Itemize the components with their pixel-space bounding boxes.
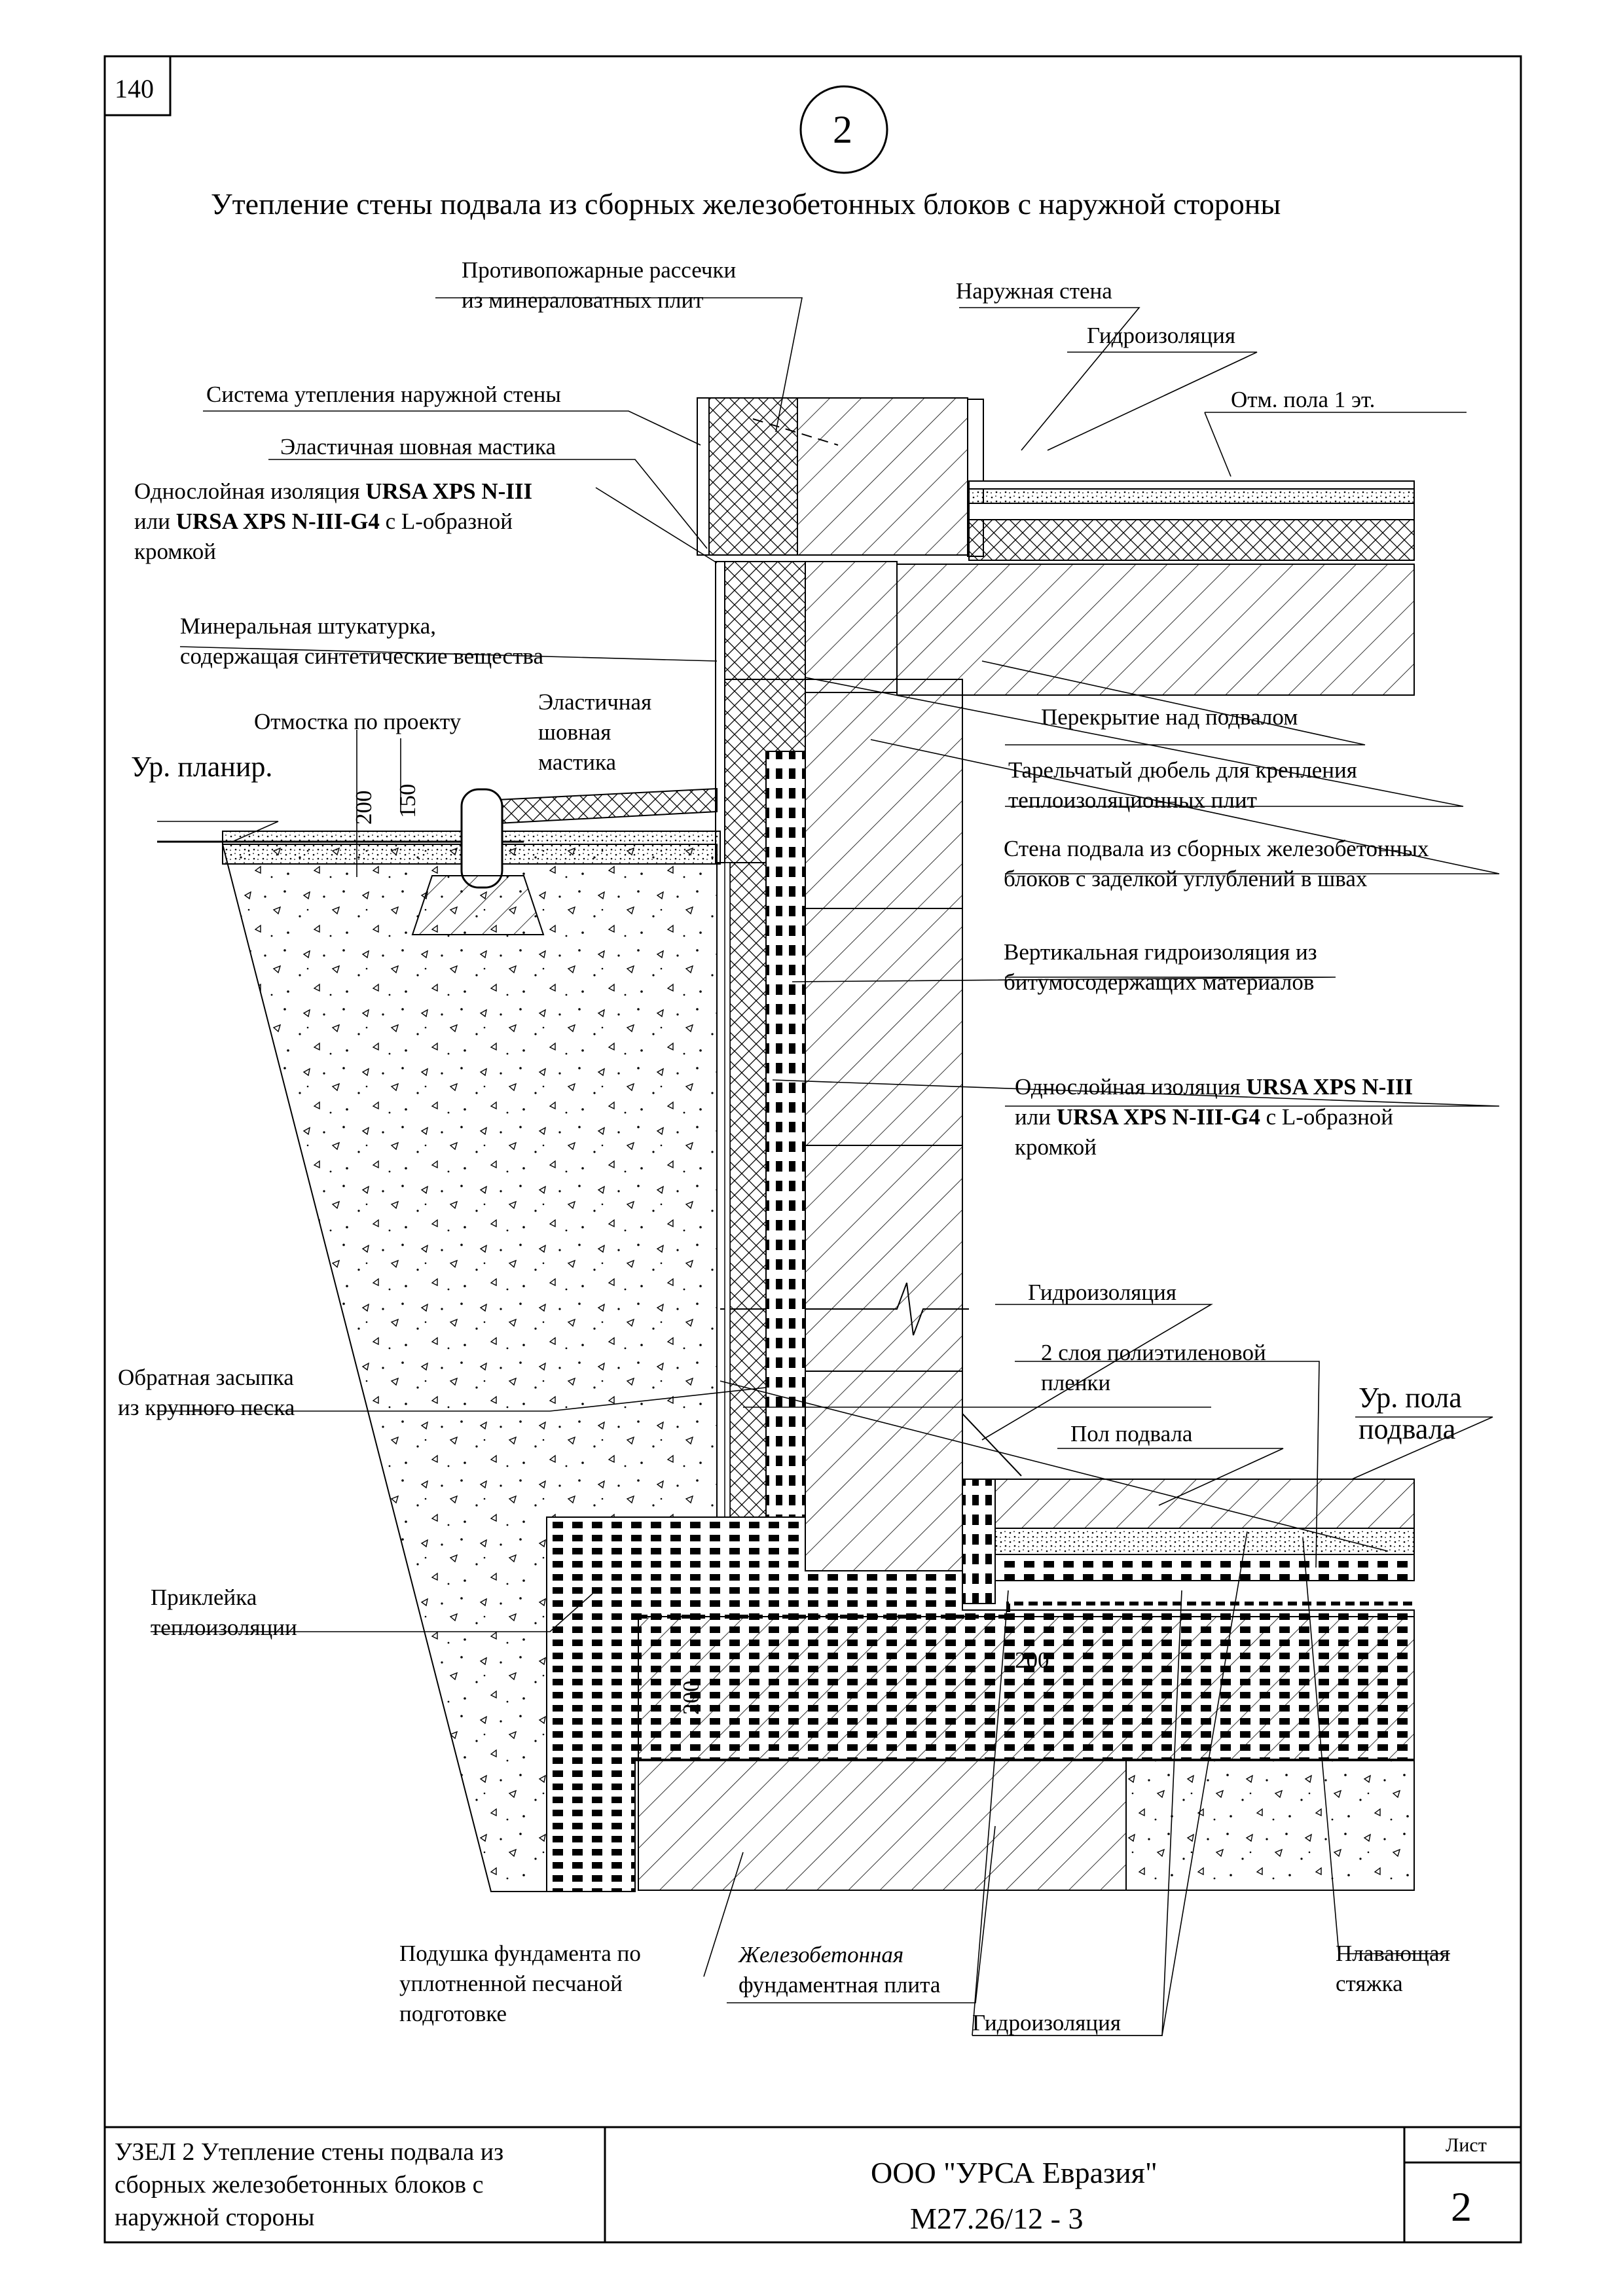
label-xps-a-line3: кромкой: [134, 539, 216, 564]
label-mineral-plaster-1: Минеральная штукатурка,: [180, 613, 436, 639]
dim-200-vertical-2: 200: [678, 1680, 704, 1715]
label-basement-wall-1: Стена подвала из сборных железобетонных: [1004, 836, 1429, 861]
label-rc-slab-2: фундаментная плита: [739, 1972, 941, 1998]
label-elastic-mastic-1: Эластичная: [538, 689, 652, 715]
title-block-doc-code: М27.26/12 - 3: [910, 2202, 1084, 2235]
label-pe-film-1: 2 слоя полиэтиленовой: [1041, 1340, 1266, 1365]
label-ext-insulation: Система утепления наружной стены: [206, 382, 561, 407]
label-floating-screed-1: Плавающая: [1336, 1941, 1450, 1966]
label-xps-a-line2: или URSA XPS N-III-G4 с L-образной: [134, 509, 513, 534]
label-vertical-wp-1: Вертикальная гидроизоляция из: [1004, 939, 1317, 965]
basement-floor: [962, 1413, 1415, 1604]
label-dowel-1: Тарельчатый дюбель для крепления: [1008, 757, 1357, 783]
label-foundation-pad-1: Подушка фундамента по: [399, 1941, 641, 1966]
dim-200-horizontal: 200: [1015, 1647, 1049, 1673]
label-fire-breaks-1: Противопожарные рассечки: [462, 257, 737, 283]
label-mineral-plaster-2: содержащая синтетические вещества: [180, 643, 543, 669]
label-dowel-2: теплоизоляционных плит: [1008, 787, 1257, 813]
label-rc-slab-1: Железобетонная: [739, 1942, 904, 1967]
label-basement-floor-level-1: Ур. пола: [1359, 1382, 1462, 1414]
label-gluing-1: Приклейка: [151, 1585, 257, 1610]
label-xps-b-line3: кромкой: [1015, 1134, 1097, 1160]
label-elastic-mastic-3: мастика: [538, 749, 617, 775]
label-foundation-pad-3: подготовке: [399, 2001, 507, 2026]
title-block-desc-3: наружной стороны: [115, 2204, 315, 2231]
label-vertical-wp-2: битумосодержащих материалов: [1004, 969, 1315, 995]
title-block: [105, 2126, 1521, 2242]
node-number: 2: [833, 108, 852, 151]
label-floor-level-1: Отм. пола 1 эт.: [1231, 387, 1376, 412]
label-floating-screed-2: стяжка: [1336, 1971, 1403, 1996]
label-xps-b-line2: или URSA XPS N-III-G4 с L-образной: [1015, 1104, 1394, 1130]
node-number-circle: [799, 85, 888, 174]
basement-wall-insulation: [724, 751, 806, 1570]
label-pe-film-2: пленки: [1041, 1370, 1111, 1395]
page-title: Утепление стены подвала из сборных желез…: [211, 187, 1281, 221]
backfill: [157, 787, 721, 1892]
label-outer-wall: Наружная стена: [956, 278, 1112, 304]
dim-150-vertical: 150: [395, 783, 420, 819]
label-xps-a-line1: Однослойная изоляция URSA XPS N-III: [134, 478, 533, 504]
dim-200-vertical: 200: [351, 790, 376, 825]
page-number: 140: [115, 74, 154, 103]
label-backfill-1: Обратная засыпка: [118, 1365, 294, 1390]
label-elastic-mastic-2: шовная: [538, 719, 611, 745]
sheet-frame: [103, 55, 1522, 2244]
label-gluing-2: теплоизоляции: [151, 1615, 297, 1640]
foundation-slab: [546, 1516, 1415, 1892]
label-waterproofing-mid: Гидроизоляция: [1028, 1280, 1176, 1305]
label-backfill-2: из крупного песка: [118, 1395, 295, 1420]
title-block-desc-1: УЗЕЛ 2 Утепление стены подвала из: [115, 2138, 504, 2166]
label-basement-floor: Пол подвала: [1070, 1421, 1193, 1446]
title-block-company: ООО "УРСА Евразия": [871, 2156, 1158, 2189]
label-basement-wall-2: блоков с заделкой углублений в швах: [1004, 866, 1368, 891]
title-block-sheet-number: 2: [1451, 2183, 1472, 2230]
label-grade-level: Ур. планир.: [131, 751, 273, 783]
label-basement-floor-level-2: подвала: [1359, 1413, 1456, 1445]
label-fire-breaks-2: из минераловатных плит: [462, 287, 704, 313]
title-block-desc-2: сборных железобетонных блоков с: [115, 2171, 484, 2198]
label-xps-b-line1: Однослойная изоляция URSA XPS N-III: [1015, 1074, 1413, 1100]
label-waterproofing-bottom: Гидроизоляция: [972, 2010, 1121, 2036]
label-blind-area: Отмостка по проекту: [254, 709, 462, 734]
title-block-sheet-label: Лист: [1446, 2134, 1487, 2156]
leader-lines: [151, 297, 1500, 2036]
label-elastic-mastic-top: Эластичная шовная мастика: [280, 434, 556, 459]
label-basement-slab: Перекрытие над подвалом: [1041, 704, 1298, 730]
label-waterproofing-top: Гидроизоляция: [1087, 323, 1235, 348]
basement-wall-blocks: [720, 679, 969, 1588]
label-foundation-pad-2: уплотненной песчаной: [399, 1971, 623, 1996]
